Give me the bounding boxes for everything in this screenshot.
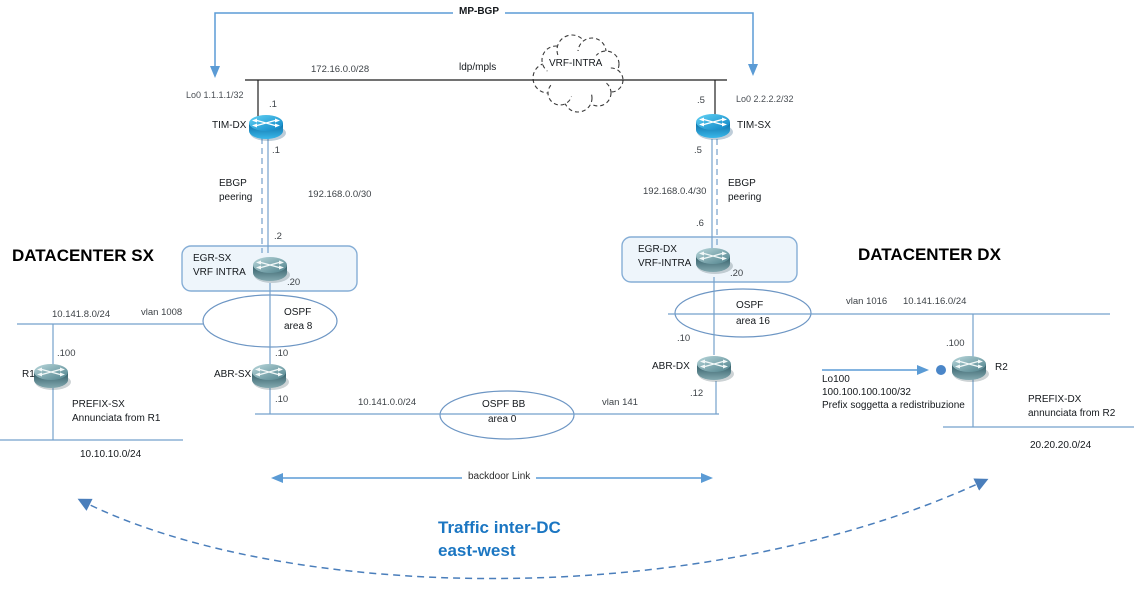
abr-sx-name-label: ABR-SX [214, 369, 252, 380]
lo100-arrow [822, 365, 929, 375]
ospf-area16-ellipse [674, 288, 812, 338]
prefix-dx-label-1: PREFIX-DX [1028, 394, 1082, 405]
vrf-intra-cloud [532, 34, 624, 113]
ospf-area16-label-2: area 16 [736, 316, 770, 327]
traffic-note-line2: east-west [438, 541, 516, 560]
egr-dx-router-icon [695, 247, 734, 275]
abr-dx-if-up-label: .10 [677, 333, 691, 344]
egr-dx-vrf-label: VRF-INTRA [638, 258, 692, 269]
tim-dx-if-wan-label: .1 [269, 99, 277, 110]
access-dx-vlan-label: vlan 1016 [846, 296, 888, 307]
egr-sx-name-label: EGR-SX [193, 253, 232, 264]
prefix-sx-label-1: PREFIX-SX [72, 399, 125, 410]
r2-if-label: .100 [946, 338, 965, 349]
ospf-area0-label-2: area 0 [488, 414, 517, 425]
ebgp-sx-label-2: peering [219, 192, 253, 203]
prefix-sx-subnet-label: 10.10.10.0/24 [80, 449, 142, 460]
ospf-area16-label-1: OSPF [736, 300, 764, 311]
mpls-core-link [245, 79, 727, 119]
tim-dx-loopback-label: Lo0 1.1.1.1/32 [186, 90, 244, 100]
tim-sx-name-label: TIM-SX [737, 120, 771, 131]
prefix-dx-subnet-label: 20.20.20.0/24 [1030, 440, 1092, 451]
backdoor-link-label: backdoor Link [462, 471, 537, 482]
backbone-vlan-label: vlan 141 [602, 397, 638, 408]
egr-sx-if-up-label: .2 [274, 231, 282, 242]
ospf-area0-label-1: OSPF BB [482, 399, 526, 410]
r2-router-icon [951, 355, 990, 383]
vrf-intra-cloud-label: VRF-INTRA [549, 58, 603, 69]
egr-dx-if-up-label: .6 [696, 218, 704, 229]
r2-name-label: R2 [995, 362, 1008, 373]
r1-router-icon [33, 363, 72, 391]
egr-dx-name-label: EGR-DX [638, 244, 677, 255]
traffic-note-line1: Traffic inter-DC [438, 518, 561, 537]
ospf-area0-ellipse [439, 390, 575, 440]
access-sx-vlan-label: vlan 1008 [141, 307, 183, 318]
tim-sx-if-dc-label: .5 [694, 145, 702, 156]
prefix-sx-label-2: Annunciata from R1 [72, 413, 161, 424]
core-link-subnet-label: 172.16.0.0/28 [311, 64, 370, 75]
ospf-area8-label-2: area 8 [284, 321, 313, 332]
tim-dx-name-label: TIM-DX [212, 120, 247, 131]
access-dx-subnet-label: 10.141.16.0/24 [903, 296, 967, 307]
tim-dx-if-dc-label: .1 [272, 145, 280, 156]
ebgp-dx-subnet-label: 192.168.0.4/30 [643, 186, 707, 197]
r1-name-label: R1 [22, 369, 35, 380]
tim-dx-router-icon [248, 114, 287, 142]
egr-dx-if-down-label: .20 [730, 268, 744, 279]
backbone-subnet-label: 10.141.0.0/24 [358, 397, 417, 408]
abr-dx-name-label: ABR-DX [652, 361, 690, 372]
abr-sx-if-down-label: .10 [275, 394, 289, 405]
prefix-dx-label-2: annunciata from R2 [1028, 408, 1116, 419]
datacenter-sx-title: DATACENTER SX [12, 246, 154, 265]
abr-sx-router-icon [251, 363, 290, 391]
mp-bgp-label: MP-BGP [453, 6, 505, 17]
dc-links [0, 138, 1134, 441]
lo100-label-2: 100.100.100.100/32 [822, 387, 911, 398]
r1-if-label: .100 [57, 348, 76, 359]
egr-sx-if-down-label: .20 [287, 277, 301, 288]
abr-sx-if-up-label: .10 [275, 348, 289, 359]
abr-dx-router-icon [696, 355, 735, 383]
ebgp-sx-label-1: EBGP [219, 178, 247, 189]
ebgp-dx-label-2: peering [728, 192, 762, 203]
tim-sx-router-icon [695, 113, 734, 141]
redistribution-dot [936, 365, 946, 375]
egr-sx-vrf-label: VRF INTRA [193, 267, 246, 278]
access-sx-subnet-label: 10.141.8.0/24 [52, 309, 111, 320]
egr-sx-router-icon [252, 256, 291, 284]
ldp-mpls-label: ldp/mpls [459, 62, 497, 73]
datacenter-dx-title: DATACENTER DX [858, 245, 1001, 264]
tim-sx-loopback-label: Lo0 2.2.2.2/32 [736, 94, 794, 104]
ospf-area8-label-1: OSPF [284, 307, 312, 318]
ebgp-dx-label-1: EBGP [728, 178, 756, 189]
tim-sx-if-wan-label: .5 [697, 95, 705, 106]
lo100-label-1: Lo100 [822, 374, 850, 385]
abr-dx-if-down-label: .12 [690, 388, 704, 399]
ebgp-sx-subnet-label: 192.168.0.0/30 [308, 189, 372, 200]
lo100-label-3: Prefix soggetta a redistribuzione [822, 400, 965, 411]
